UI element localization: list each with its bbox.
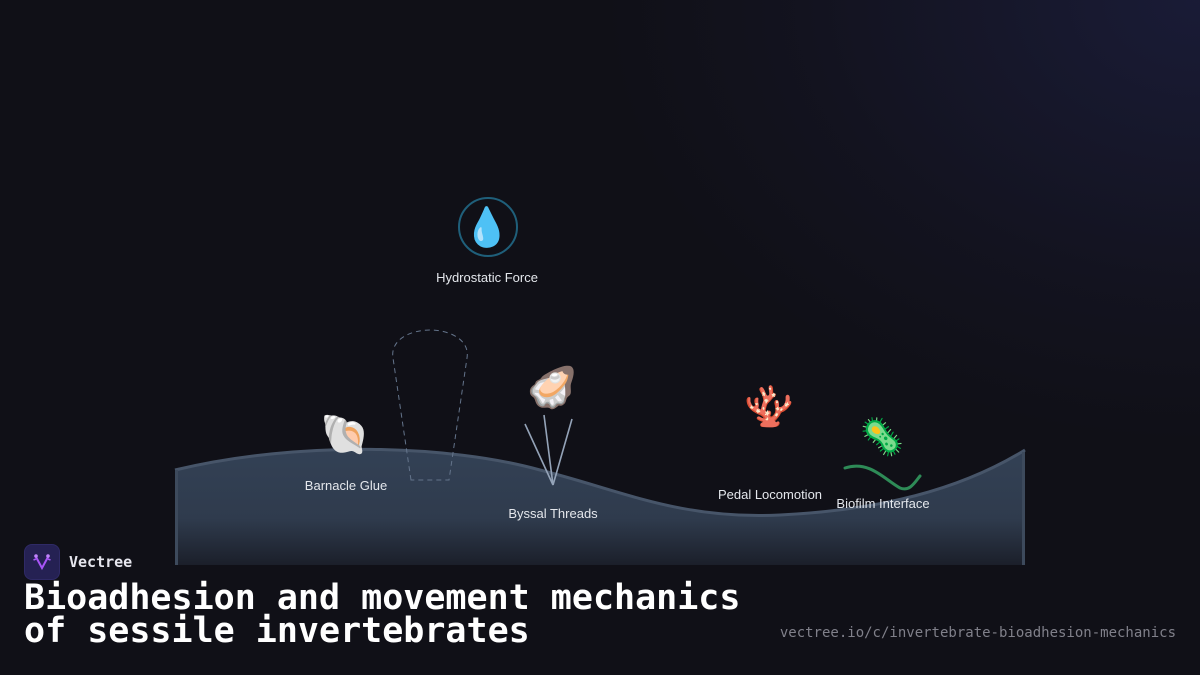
label-pedal-locomotion: Pedal Locomotion [717, 487, 823, 502]
source-url[interactable]: vectree.io/c/invertebrate-bioadhesion-me… [779, 625, 1176, 641]
label-barnacle-glue: Barnacle Glue [304, 478, 388, 493]
spiral-shell-icon: 🐚 [320, 412, 370, 458]
hydrostatic-ring [458, 197, 518, 257]
label-byssal-threads: Byssal Threads [508, 506, 598, 521]
microbe-icon: 🦠 [859, 417, 905, 458]
label-hydrostatic-force: Hydrostatic Force [436, 270, 538, 285]
title-line-1: Bioadhesion and movement mechanics [24, 578, 741, 618]
brand-name: Vectree [69, 553, 133, 571]
brand: Vectree [24, 544, 132, 580]
biofilm-strand [843, 464, 922, 491]
page-title: Bioadhesion and movement mechanics of se… [24, 581, 740, 651]
oyster-icon: 🦪 [527, 365, 577, 411]
title-line-2: of sessile invertebrates [24, 611, 530, 651]
substrate-edge [174, 447, 1026, 518]
label-biofilm-interface: Biofilm Interface [836, 496, 930, 511]
coral-icon: 🪸 [744, 384, 794, 430]
substrate-surface [175, 449, 1025, 565]
vectree-logo-icon [24, 544, 60, 580]
byssal-threads [524, 414, 573, 486]
water-droplet-icon: 💧 [463, 205, 511, 249]
